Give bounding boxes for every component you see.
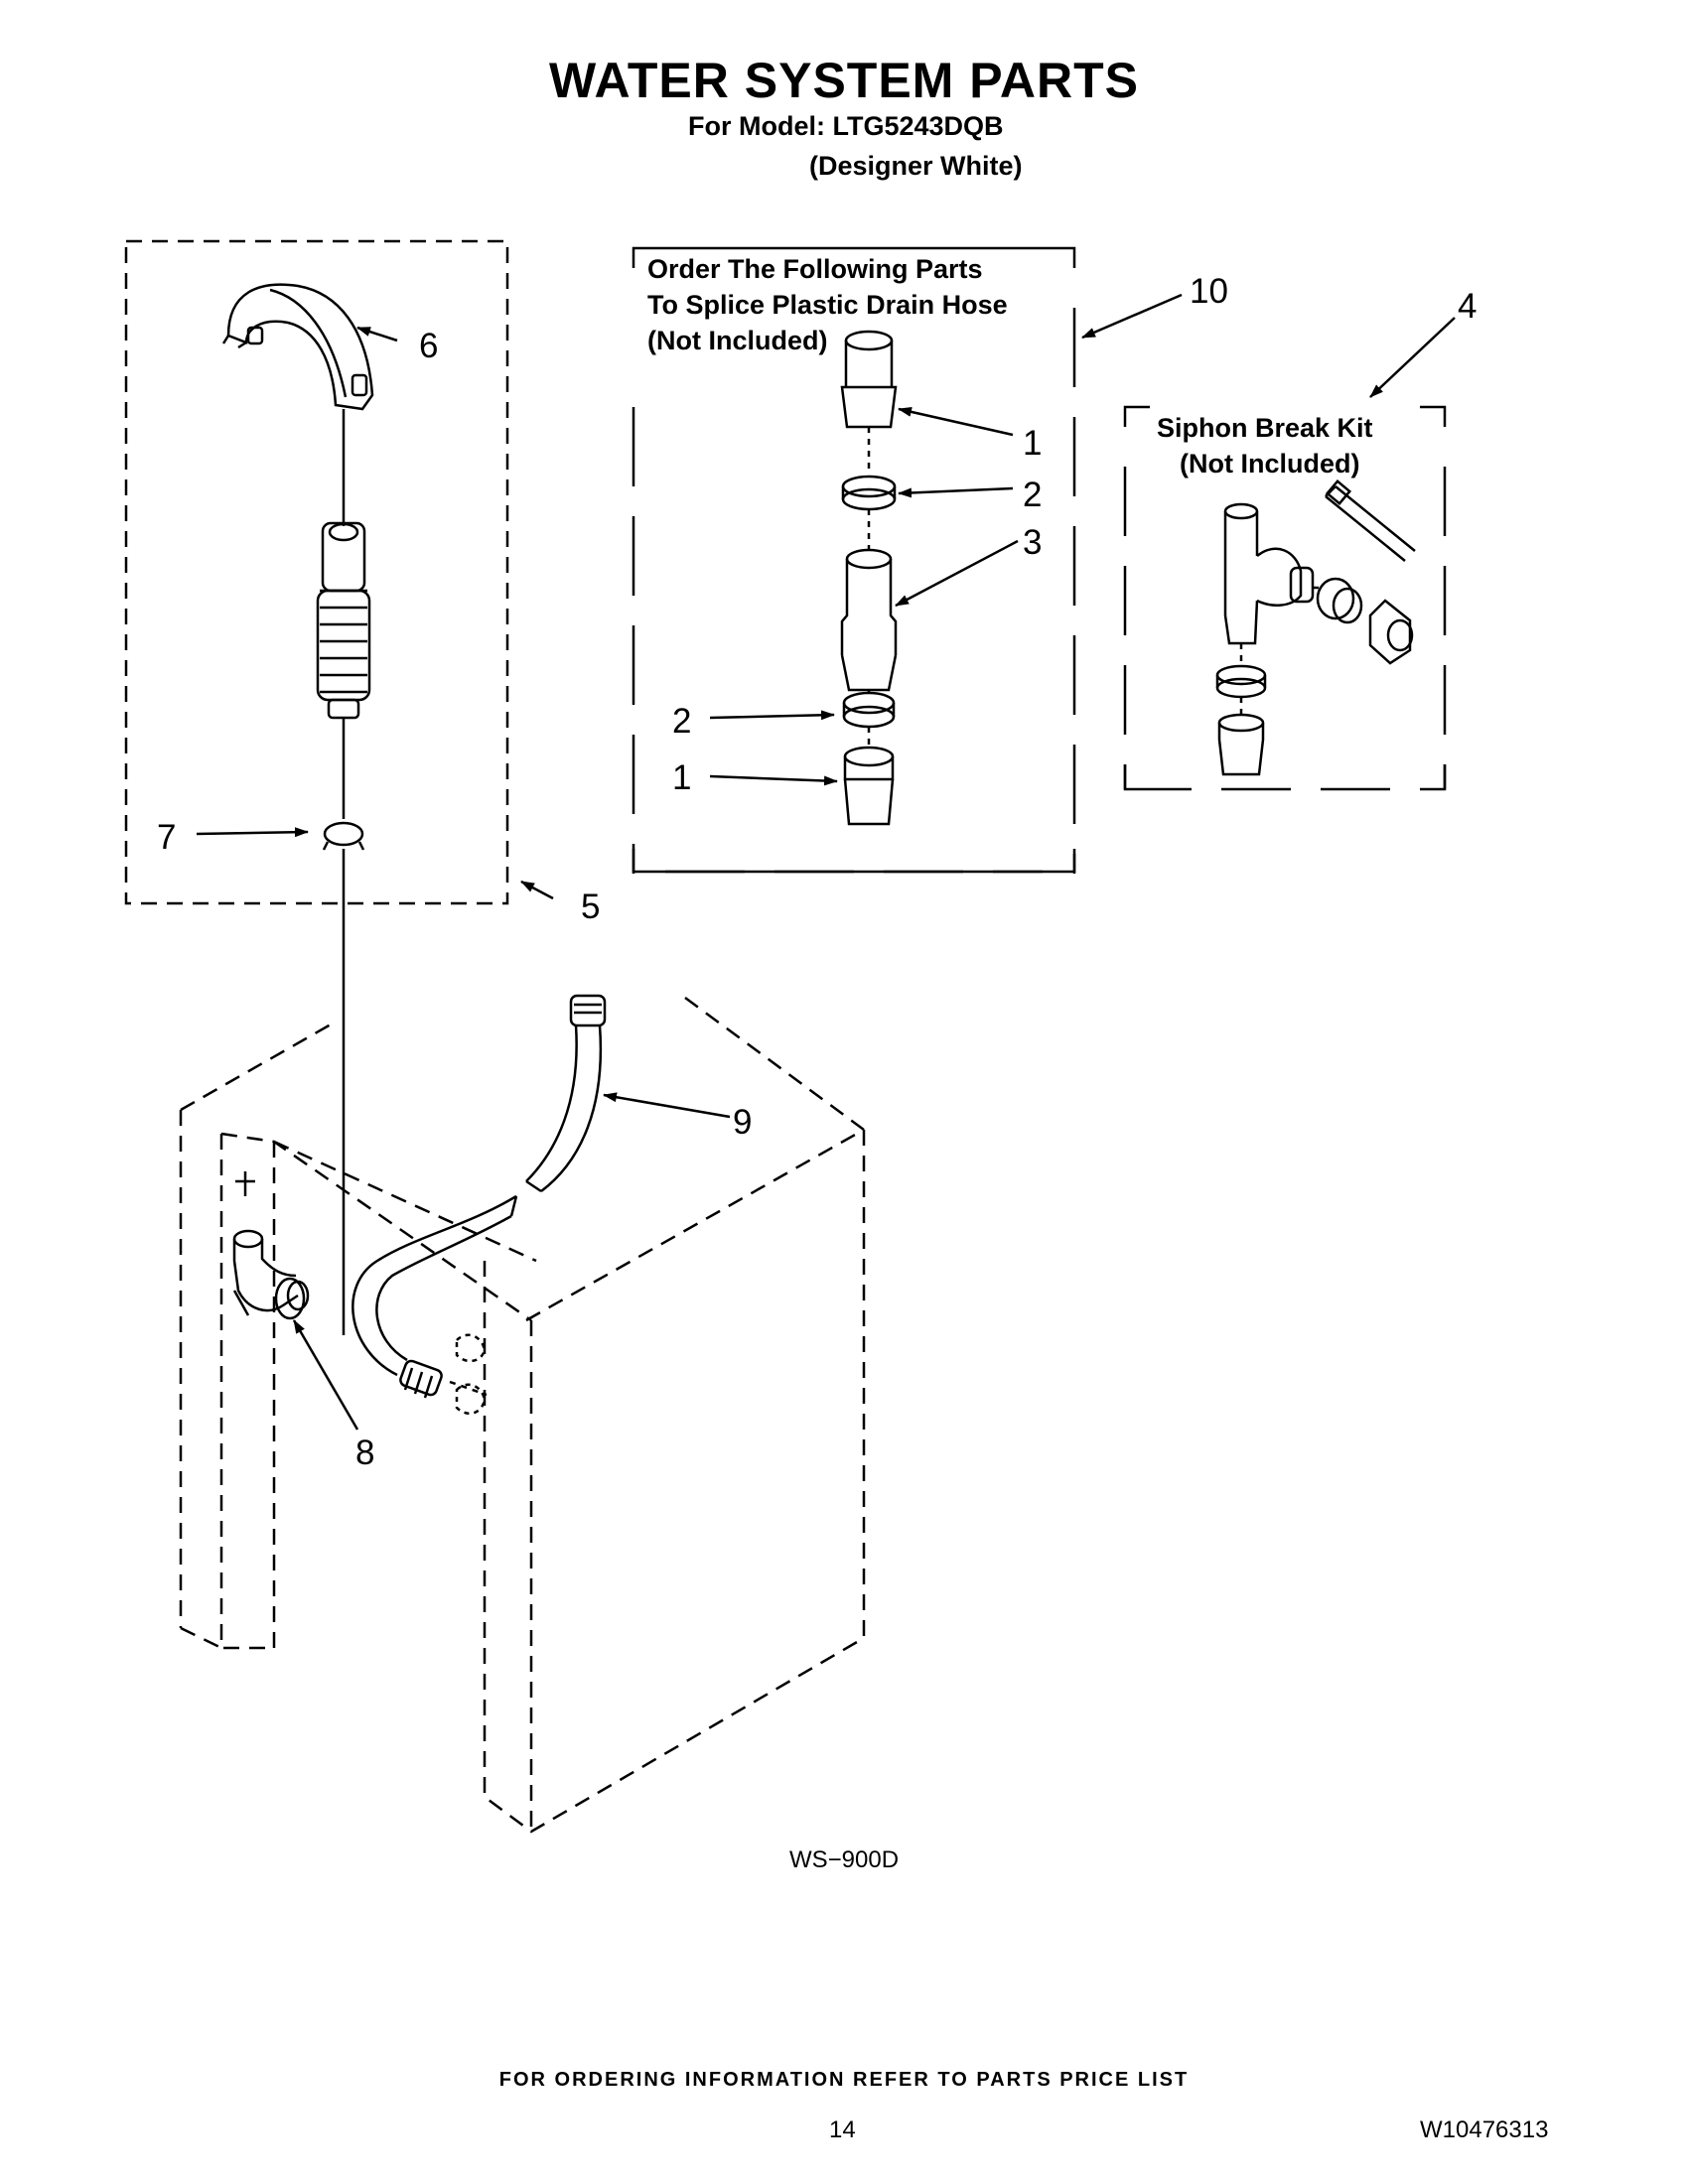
splice-parts-box (632, 246, 1076, 874)
model-line: For Model: LTG5243DQB (688, 111, 1004, 141)
callout-1-top: 1 (1023, 424, 1042, 463)
document-number: W10476313 (1420, 2116, 1549, 2143)
callout-3: 3 (1023, 523, 1042, 562)
drain-hose-5 (316, 521, 371, 720)
hose-clamp-7 (322, 821, 365, 851)
splice-box-line-1: Order The Following Parts (647, 254, 983, 284)
washer-cabinet (179, 996, 866, 1834)
callout-10: 10 (1190, 272, 1228, 311)
callout-9: 9 (733, 1103, 752, 1142)
siphon-break-parts (1215, 478, 1416, 776)
splice-parts-stack (840, 330, 898, 826)
page-number: 14 (829, 2116, 856, 2143)
siphon-box-line-1: Siphon Break Kit (1157, 413, 1373, 443)
callout-1-bottom: 1 (672, 758, 691, 797)
callout-4: 4 (1458, 287, 1477, 326)
callout-2-bottom: 2 (672, 702, 691, 741)
inlet-valves (455, 1333, 487, 1416)
siphon-break-kit-box (1123, 405, 1447, 791)
drain-hose-kit-box (124, 239, 509, 905)
splice-box-line-3: (Not Included) (647, 326, 827, 355)
callout-6: 6 (419, 327, 438, 365)
diagram-code: WS−900D (788, 1846, 900, 1873)
callout-2-top: 2 (1023, 476, 1042, 514)
drain-hose-guide-6 (221, 283, 374, 411)
siphon-box-line-2: (Not Included) (1180, 449, 1359, 478)
ordering-note: FOR ORDERING INFORMATION REFER TO PARTS … (498, 2069, 1190, 2091)
splice-box-line-2: To Splice Plastic Drain Hose (647, 290, 1008, 320)
callout-5: 5 (581, 887, 600, 926)
page-title: WATER SYSTEM PARTS (549, 53, 1139, 108)
color-line: (Designer White) (809, 151, 1023, 181)
drain-elbow-8 (232, 1171, 310, 1320)
callout-8: 8 (355, 1433, 374, 1472)
hose-9 (352, 994, 607, 1399)
callout-7: 7 (157, 818, 176, 857)
